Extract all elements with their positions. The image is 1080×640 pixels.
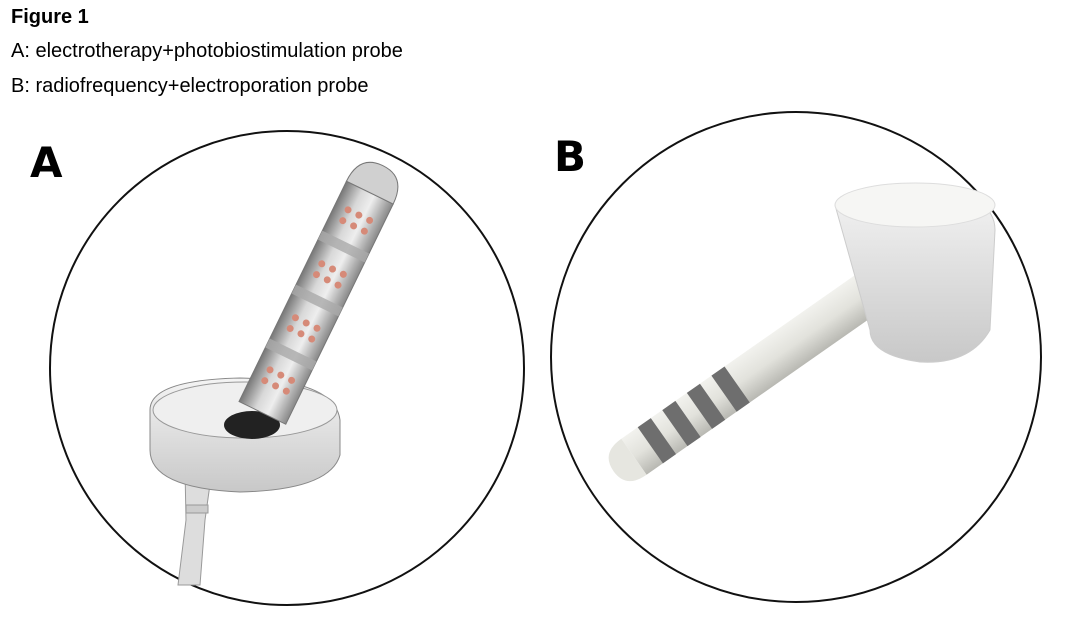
caption-a: A: electrotherapy+photobiostimulation pr… [11,40,403,62]
probe-b-head [834,182,996,363]
probe-b-shaft [608,266,893,482]
panel-a-label: A [30,138,63,187]
figure-title: Figure 1 [11,6,89,28]
panel-b-circle [550,111,1042,603]
caption-b: B: radiofrequency+electroporation probe [11,75,369,97]
panel-a [49,130,525,606]
panel-b [550,111,1042,603]
panel-a-circle [49,130,525,606]
panel-b-label: B [554,132,587,181]
probe-a-rod [238,161,399,425]
